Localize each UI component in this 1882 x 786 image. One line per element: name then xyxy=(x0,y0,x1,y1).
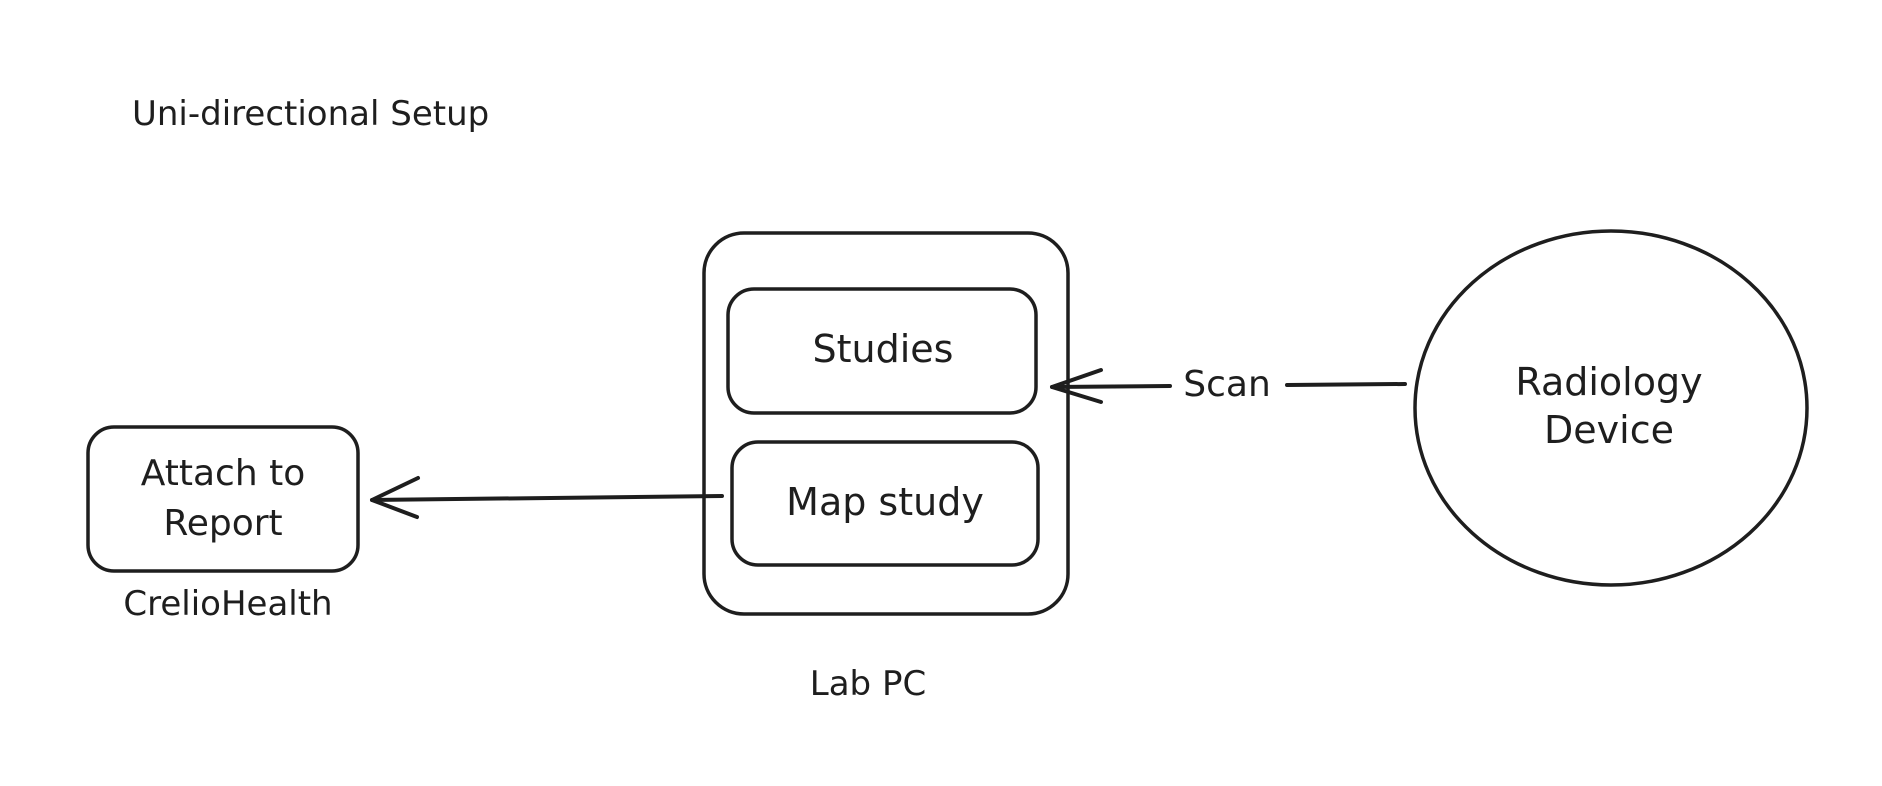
diagram-title: Uni-directional Setup xyxy=(132,94,489,134)
map-study-box xyxy=(730,440,1040,567)
attach-arrow-line xyxy=(370,494,724,502)
radiology-device-circle xyxy=(1413,229,1809,587)
lab-pc-container xyxy=(702,231,1070,616)
scan-arrowhead xyxy=(1050,368,1103,404)
creliohealth-label: CrelioHealth xyxy=(123,584,332,624)
studies-label: Studies xyxy=(813,327,954,371)
attach-to-report-label-line1: Attach to xyxy=(141,453,305,494)
studies-box xyxy=(726,287,1038,415)
scan-arrow-line-left xyxy=(1050,384,1172,389)
lab-pc-label: Lab PC xyxy=(810,664,926,704)
attach-to-report-label-line2: Report xyxy=(163,503,282,544)
map-study-label: Map study xyxy=(786,480,984,524)
scan-arrow-line-right xyxy=(1285,382,1407,387)
scan-label: Scan xyxy=(1183,364,1271,405)
attach-arrowhead xyxy=(370,476,420,519)
radiology-device-label-line2: Device xyxy=(1544,408,1674,452)
radiology-device-label-line1: Radiology xyxy=(1515,360,1702,404)
attach-to-report-box xyxy=(86,425,360,573)
